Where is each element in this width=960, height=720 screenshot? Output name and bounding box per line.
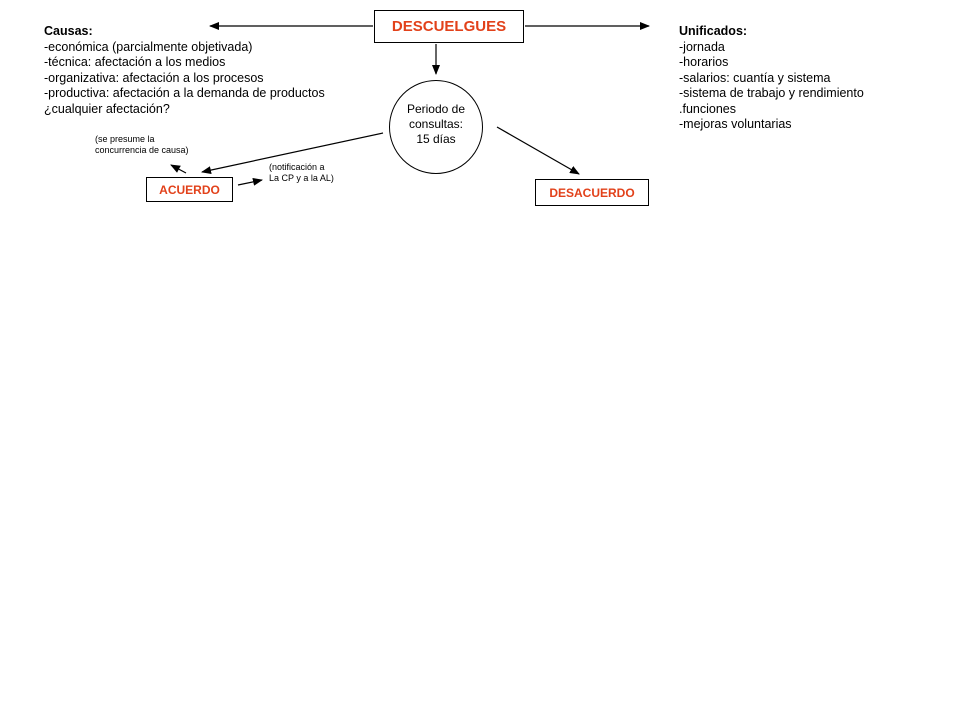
causas-list: Causas: -económica (parcialmente objetiv… xyxy=(44,24,325,117)
causa-item: -productiva: afectación a la demanda de … xyxy=(44,86,325,100)
unificado-item: .funciones xyxy=(679,101,736,116)
descuelgues-title: DESCUELGUES xyxy=(391,18,507,35)
unificados-heading: Unificados: xyxy=(679,24,748,38)
unificados-list: Unificados: -jornada -horarios -salarios… xyxy=(679,24,864,133)
periodo-line: 15 días xyxy=(416,131,456,146)
note-line: La CP y a la AL) xyxy=(269,173,334,183)
periodo-line: consultas: xyxy=(408,116,464,131)
periodo-consultas-circle: Periodo de consultas: 15 días xyxy=(389,80,483,174)
causa-item: -técnica: afectación a los medios xyxy=(44,55,226,69)
causa-item: -económica (parcialmente objetivada) xyxy=(44,39,253,54)
arrow-to-acuerdo xyxy=(201,132,384,175)
unificado-item: -sistema de trabajo y rendimiento xyxy=(679,86,864,100)
presume-causa-note: (se presume la concurrencia de causa) xyxy=(95,134,189,156)
arrow-to-desacuerdo xyxy=(496,126,580,175)
note-line: (notificación a xyxy=(269,162,325,172)
unificado-item: -mejoras voluntarias xyxy=(679,117,792,131)
unificado-item: -salarios: cuantía y sistema xyxy=(679,70,831,85)
note-line: concurrencia de causa) xyxy=(95,145,189,155)
unificado-item: -horarios xyxy=(679,55,729,69)
causas-heading: Causas: xyxy=(44,24,93,38)
desacuerdo-box: DESACUERDO xyxy=(535,179,649,206)
acuerdo-label: ACUERDO xyxy=(159,182,220,197)
note-line: (se presume la xyxy=(95,134,155,144)
unificado-item: -jornada xyxy=(679,39,725,54)
descuelgues-title-box: DESCUELGUES xyxy=(374,10,524,43)
periodo-line: Periodo de xyxy=(406,101,466,116)
arrow-to-presume-note xyxy=(170,164,187,174)
notificacion-note: (notificación a La CP y a la AL) xyxy=(269,162,334,184)
acuerdo-box: ACUERDO xyxy=(146,177,233,202)
arrow-to-notificacion-note xyxy=(237,177,263,186)
causa-item: ¿cualquier afectación? xyxy=(44,101,170,116)
causa-item: -organizativa: afectación a los procesos xyxy=(44,70,264,85)
desacuerdo-label: DESACUERDO xyxy=(549,185,635,200)
